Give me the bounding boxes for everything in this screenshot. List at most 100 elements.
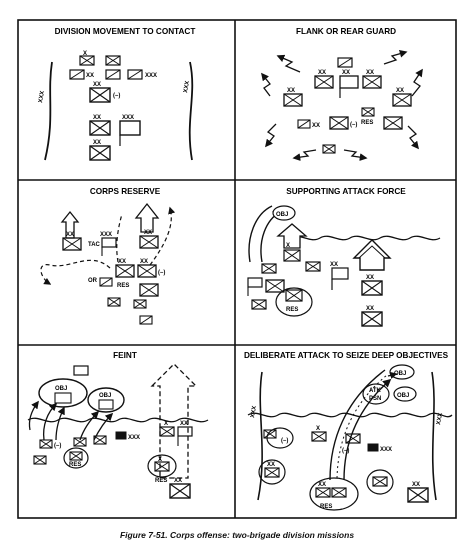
panel-corps-reserve: XX XX OR TAC XXX XX RES [40, 202, 176, 325]
svg-text:XX: XX [366, 70, 374, 76]
unit-committed-right: XX [139, 230, 159, 249]
panel-movement-to-contact: XXX XXX X XX XXX XX ( [38, 51, 194, 161]
panel-title-feint: FEINT [113, 351, 137, 360]
svg-text:XX: XX [66, 232, 74, 238]
svg-text:XX: XX [118, 259, 126, 265]
panel-feint: OBJ OBJ (–) XXX [27, 363, 209, 499]
feint-arrow-e [28, 400, 39, 431]
svg-text:XX: XX [287, 88, 295, 94]
screen-arrow-bottom-left [292, 149, 317, 161]
svg-text:XXX: XXX [100, 232, 112, 238]
svg-text:X: X [316, 426, 320, 432]
boundary-label-right: XXX [183, 80, 191, 93]
svg-text:XX: XX [93, 115, 101, 121]
commitment-arrow-right [134, 202, 160, 233]
svg-text:XX: XX [267, 462, 275, 468]
unit-center-brigade: X [311, 426, 327, 442]
unit-trail-brigade: XX [89, 115, 111, 136]
unit-tac-cp: TAC XXX [88, 232, 117, 256]
svg-text:RES: RES [69, 462, 81, 468]
unit-main-follow: XX [361, 306, 383, 327]
unit-right-brigade [305, 261, 321, 272]
unit-reserve-small [99, 277, 113, 287]
svg-text:XX: XX [366, 275, 374, 281]
unit-feint-left: (–) [39, 439, 61, 449]
unit-reserve-hq: XX RES [115, 259, 135, 289]
svg-text:RES: RES [320, 504, 332, 510]
commitment-arrow-left [60, 210, 80, 239]
front-line [27, 417, 209, 423]
screen-arrow-bottom-right [343, 149, 368, 161]
unit-cav-right: XXX [105, 69, 157, 80]
front-line [247, 412, 453, 418]
svg-text:(–): (–) [113, 93, 120, 99]
svg-text:XX: XX [140, 259, 148, 265]
unit-left-reserve: XX [258, 459, 286, 485]
unit-feint-reserve: RES [63, 447, 89, 469]
svg-text:XXX: XXX [128, 435, 140, 441]
svg-text:XX: XX [312, 123, 320, 129]
svg-text:XXX: XXX [122, 115, 134, 121]
unit-feint-center [73, 435, 107, 447]
main-attack-arrow-inner [358, 245, 386, 259]
unit-main-reserve: X RES [147, 454, 177, 484]
svg-text:XX: XX [366, 306, 374, 312]
unit-cp-left [247, 277, 263, 296]
svg-text:(–): (–) [342, 448, 349, 454]
panel-flank-rear-guard: XX XX XX XX XX XX [261, 49, 423, 161]
unit-support-brigade [265, 279, 285, 293]
unit-main-right: XX [177, 421, 193, 446]
svg-text:XX: XX [412, 482, 420, 488]
svg-text:(–): (–) [350, 122, 357, 128]
objective-left-label: OBJ [55, 386, 67, 392]
attack-axis-inner [343, 378, 392, 481]
unit-committed-left: XX [62, 232, 82, 251]
unit-guard-brigade-left: XX [314, 70, 334, 89]
boundary-label-left: XXX [38, 90, 46, 103]
svg-text:XX: XX [180, 421, 188, 427]
panel-title-flank-rear-guard: FLANK OR REAR GUARD [296, 27, 396, 36]
supporting-attack-axis [248, 205, 273, 263]
unit-left-brigade-reduced: (–) [263, 427, 294, 449]
svg-text:(–): (–) [158, 270, 165, 276]
main-attack-arrow [352, 239, 392, 271]
panel-title-supporting-attack: SUPPORTING ATTACK FORCE [286, 187, 406, 196]
attack-arrow-center [276, 223, 308, 249]
unit-main-hq: XX [330, 262, 349, 290]
unit-main-follow: XX [169, 478, 191, 499]
unit-reserve-brigade-reduced: XX (–) [137, 259, 165, 278]
svg-text:X: X [164, 421, 168, 427]
supporting-attack-axis-outer [260, 211, 282, 263]
svg-text:RES: RES [361, 120, 373, 126]
unit-trail-hq: XXX [119, 115, 141, 146]
svg-text:XX: XX [330, 262, 338, 268]
svg-text:RES: RES [155, 478, 167, 484]
feint-arrow-b [55, 406, 65, 441]
panel-supporting-attack: OBJ X RES [247, 205, 441, 327]
svg-text:RES: RES [286, 307, 298, 313]
figure-caption: Figure 7-51. Corps offense: two-brigade … [119, 530, 355, 540]
unit-guard-hq: XX [339, 70, 359, 98]
svg-text:XXX: XXX [145, 73, 157, 79]
screen-arrow-right-low [407, 125, 419, 150]
unit-flank-left: XX [283, 88, 303, 107]
unit-support-reserve: RES [251, 287, 313, 317]
svg-text:(–): (–) [54, 443, 61, 449]
svg-text:XXX: XXX [380, 447, 392, 453]
unit-center-brigade: X [283, 243, 301, 262]
objective-right-label: OBJ [99, 393, 111, 399]
attack-position-label-psn: PSN [369, 396, 381, 402]
unit-guard-brigade-right: XX [362, 70, 382, 89]
screen-arrow-left-mid [261, 72, 271, 97]
panel-title-deliberate-attack: DELIBERATE ATTACK TO SEIZE DEEP OBJECTIV… [244, 351, 449, 360]
objective-near [393, 386, 417, 402]
unit-follow-brigade: XX [407, 482, 429, 503]
feint-arrow-c [79, 410, 100, 441]
unit-left-brigade [261, 263, 277, 274]
label-or: OR [88, 278, 98, 284]
unit-reserve: RES [361, 107, 403, 130]
unit-cp-hq: XXX [367, 443, 392, 453]
objective-marker [272, 205, 296, 221]
svg-text:(–): (–) [281, 438, 288, 444]
unit-right-brigade-reduced: (–) [342, 433, 361, 454]
